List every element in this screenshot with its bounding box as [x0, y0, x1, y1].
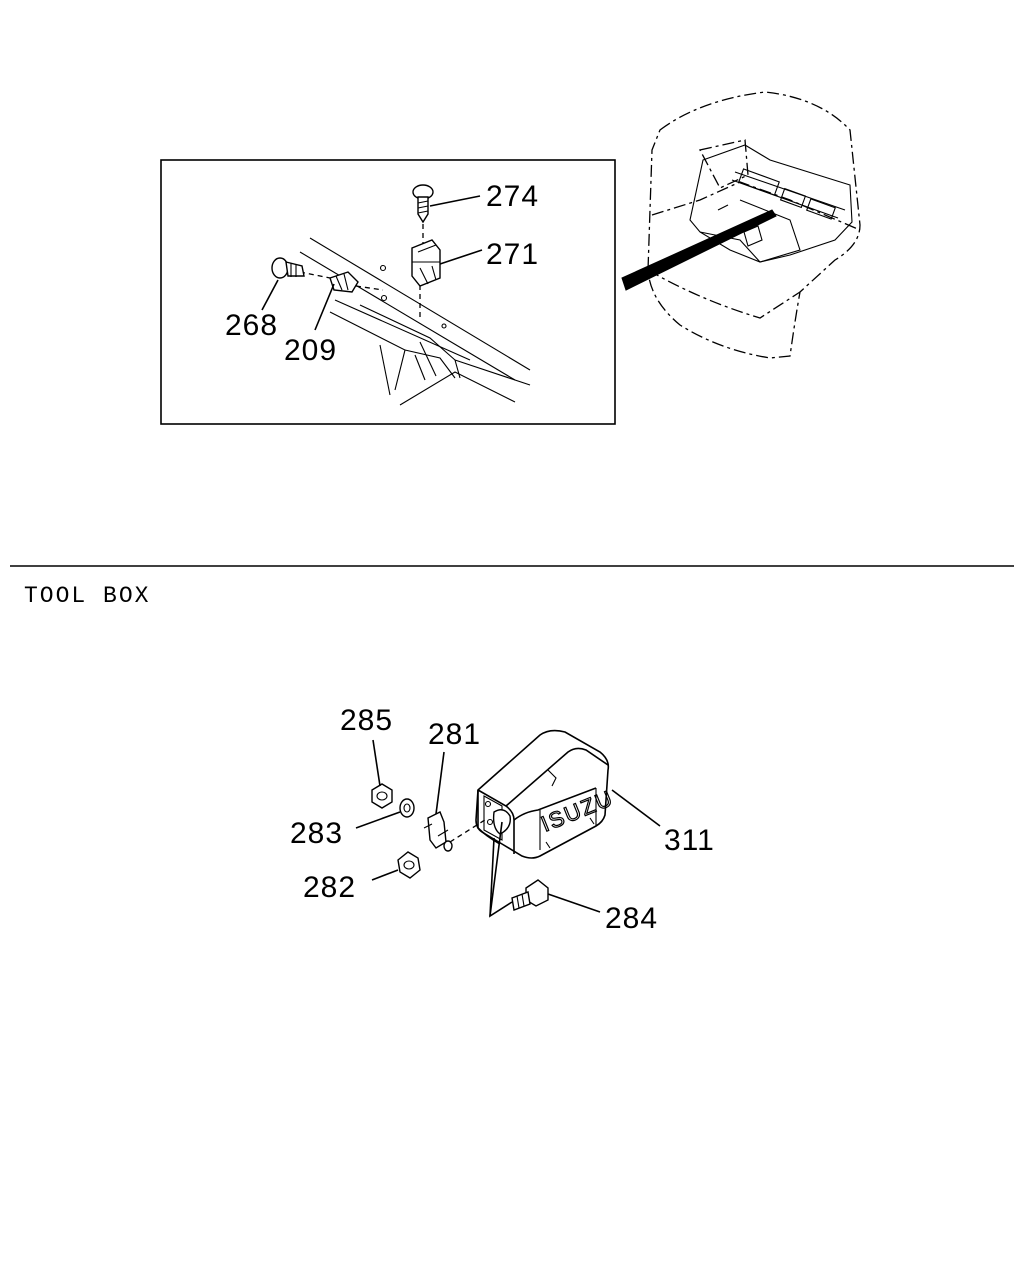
detail-view-frame [160, 159, 616, 425]
bolt-268-icon [271, 257, 305, 279]
callout-281: 281 [428, 718, 481, 751]
cab-overview-illustration [621, 91, 861, 359]
callout-285: 285 [340, 704, 393, 737]
bracket-281-icon [423, 811, 453, 852]
clip-209-icon [329, 271, 359, 293]
callout-282: 282 [303, 871, 356, 904]
toolbox-assembly-illustration: ISUZU [355, 729, 661, 918]
screw-274-icon [412, 184, 434, 224]
callout-283: 283 [290, 817, 343, 850]
nut-282-icon [397, 851, 421, 879]
section-heading: TOOL BOX [24, 583, 150, 609]
isuzu-brand-mark: ISUZU [538, 785, 618, 837]
callout-284: 284 [605, 902, 658, 935]
callout-271: 271 [486, 238, 539, 271]
nut-285-icon [371, 783, 393, 809]
clip-271-icon [411, 239, 441, 287]
callout-274: 274 [486, 180, 539, 213]
callout-209: 209 [284, 334, 337, 367]
washer-283-icon [399, 798, 415, 818]
callout-268: 268 [225, 309, 278, 342]
bolt-284-icon [511, 879, 549, 911]
callout-311: 311 [664, 824, 715, 857]
